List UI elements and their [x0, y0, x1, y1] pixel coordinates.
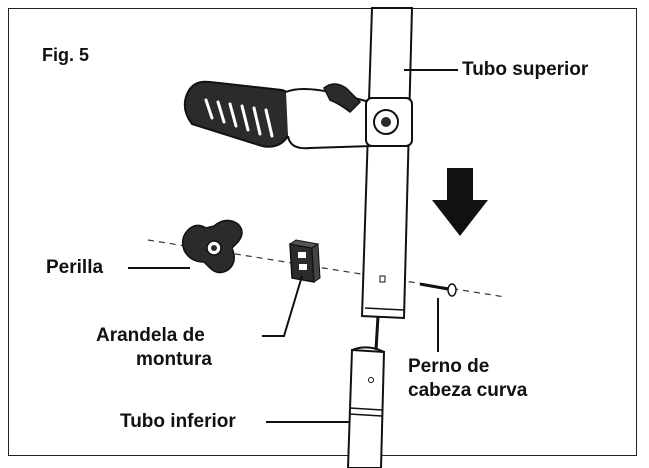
figure-border [8, 8, 637, 456]
label-lower-tube: Tubo inferior [120, 411, 236, 432]
down-arrow-icon [432, 168, 488, 236]
label-mount-washer-1: Arandela de [96, 325, 205, 346]
label-upper-tube: Tubo superior [462, 59, 589, 80]
carriage-bolt [419, 282, 457, 297]
leader-mount-washer [262, 275, 303, 337]
handle [183, 80, 413, 150]
inner-rod [374, 315, 380, 351]
label-carriage-bolt-1: Perno de [408, 356, 490, 377]
label-mount-washer-2: montura [136, 349, 212, 370]
figure-label: Fig. 5 [42, 45, 90, 65]
lower-tube [346, 346, 386, 468]
label-knob: Perilla [46, 257, 104, 278]
upper-tube [360, 7, 414, 320]
knob [181, 219, 243, 274]
label-carriage-bolt-2: cabeza curva [408, 380, 528, 401]
mount-washer [288, 239, 321, 283]
